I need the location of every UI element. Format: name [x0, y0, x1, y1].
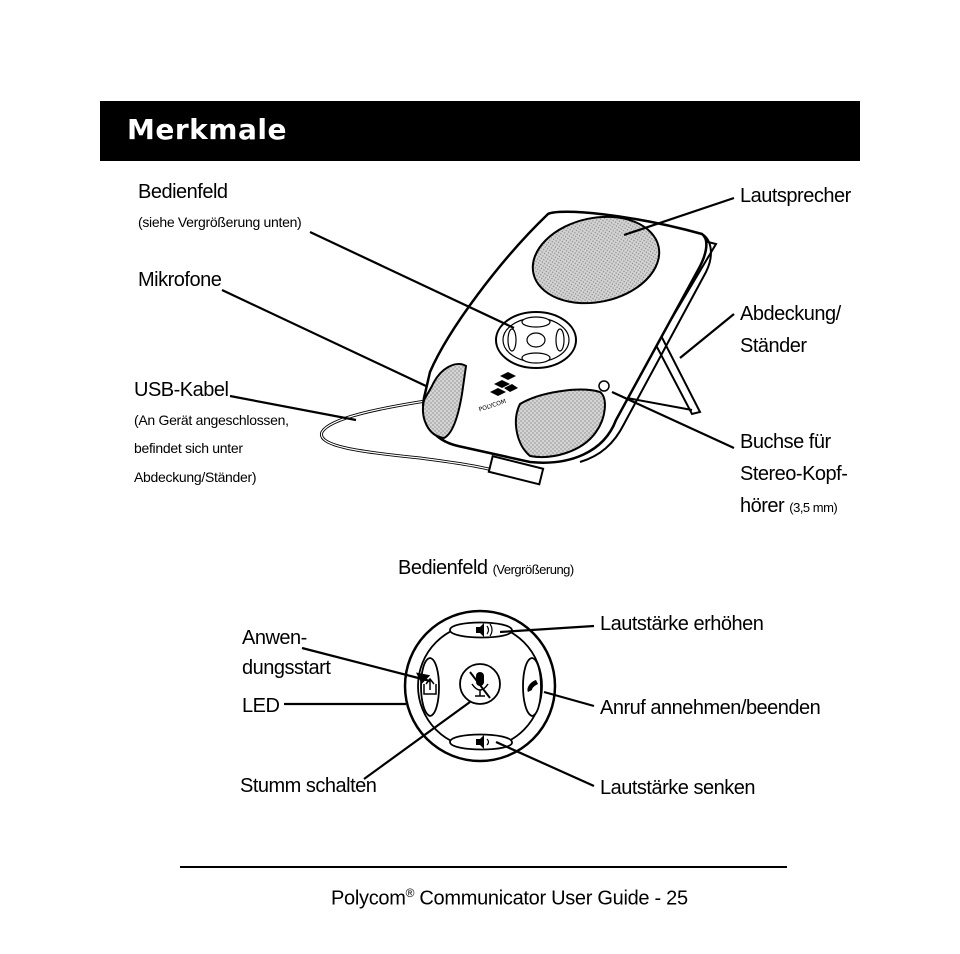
label-vol-down: Lautstärke senken [600, 777, 755, 799]
label-bedienfeld: Bedienfeld [138, 181, 228, 203]
callout-lines [221, 196, 735, 449]
label-stereo-kopf: Stereo-Kopf- [740, 463, 848, 485]
panel-section-title: Bedienfeld [398, 557, 488, 579]
app-launch-icon [423, 677, 437, 695]
device-body: POLYCOM [422, 210, 712, 464]
label-hoerer: hörer [740, 495, 785, 517]
usb-cable [320, 398, 545, 486]
phone-icon [527, 680, 538, 692]
device-control-panel [495, 311, 577, 369]
mute-button[interactable] [459, 663, 501, 705]
section-header-bar: Merkmale [100, 101, 860, 161]
label-usb-note-1: (An Gerät angeschlossen, [134, 412, 289, 428]
label-usb-note-3: Abdeckung/Ständer) [134, 469, 257, 485]
app-launch-button[interactable] [420, 657, 440, 717]
label-vol-up: Lautstärke erhöhen [600, 613, 764, 635]
label-call: Anruf annehmen/beenden [600, 697, 821, 719]
microphone-grille-left [422, 363, 468, 440]
footer-registered-mark: ® [405, 886, 415, 900]
footer-brand: Polycom [331, 887, 406, 910]
volume-down-button[interactable] [449, 733, 513, 751]
call-answer-end-button[interactable] [522, 657, 542, 717]
panel-section-note: (Vergrößerung) [492, 562, 575, 577]
label-anwendung-1: Anwen- [242, 627, 307, 649]
panel-section-title-line: Bedienfeld (Vergrößerung) [398, 554, 574, 584]
volume-up-icon [476, 623, 484, 637]
footer-text: Communicator User Guide - 25 [414, 887, 688, 910]
volume-up-button[interactable] [449, 621, 513, 639]
label-usb-note-2: befindet sich unter [134, 440, 243, 456]
label-led: LED [242, 695, 280, 717]
speaker-grille [531, 215, 661, 305]
headset-jack [598, 380, 610, 392]
control-panel-enlarged [403, 609, 557, 763]
label-abdeckung: Abdeckung/ [740, 303, 841, 325]
label-lautsprecher: Lautsprecher [740, 185, 851, 207]
page-footer: Polycom® Communicator User Guide - 25 [331, 886, 688, 911]
footer-rule [180, 866, 787, 868]
label-stumm: Stumm schalten [240, 775, 377, 797]
label-mikrofone: Mikrofone [138, 269, 222, 291]
label-staender: Ständer [740, 335, 807, 357]
label-buchse: Buchse für [740, 431, 831, 453]
label-anwendung-2: dungsstart [242, 657, 331, 679]
section-title: Merkmale [127, 113, 287, 146]
label-hoerer-line: hörer (3,5 mm) [740, 492, 838, 522]
microphone-grille-right [514, 388, 606, 458]
label-usb-kabel: USB-Kabel [134, 379, 229, 401]
label-bedienfeld-note: (siehe Vergrößerung unten) [138, 214, 302, 230]
volume-down-icon [476, 735, 484, 749]
label-buchse-note: (3,5 mm) [789, 500, 838, 515]
panel-callout-lines [284, 624, 595, 788]
